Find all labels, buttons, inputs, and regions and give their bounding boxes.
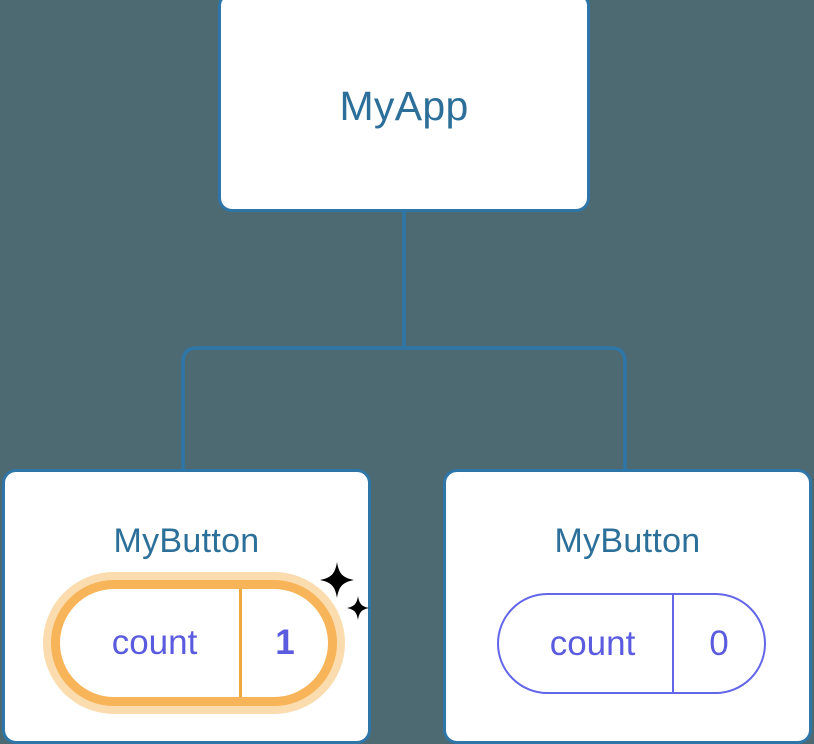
node-myapp[interactable]: MyApp [218, 0, 590, 212]
state-pill-left-wrapper: count 1 [43, 572, 345, 714]
node-mybutton-left-title: MyButton [113, 522, 260, 560]
state-pill-left-glow [43, 572, 345, 714]
state-pill-left-value: 1 [275, 623, 295, 662]
node-mybutton-right[interactable]: MyButton count 0 [443, 469, 812, 744]
state-pill-left-label: count [60, 589, 242, 697]
state-pill-right[interactable]: count 0 [497, 593, 766, 694]
state-pill-right-label: count [499, 595, 674, 692]
node-mybutton-left[interactable]: MyButton count 1 [2, 469, 371, 744]
node-mybutton-right-title: MyButton [554, 522, 701, 560]
state-pill-left[interactable]: count 1 [51, 580, 337, 706]
node-myapp-title: MyApp [339, 83, 469, 129]
edge-bus-to-children [181, 346, 627, 471]
state-pill-right-value: 0 [709, 623, 729, 663]
